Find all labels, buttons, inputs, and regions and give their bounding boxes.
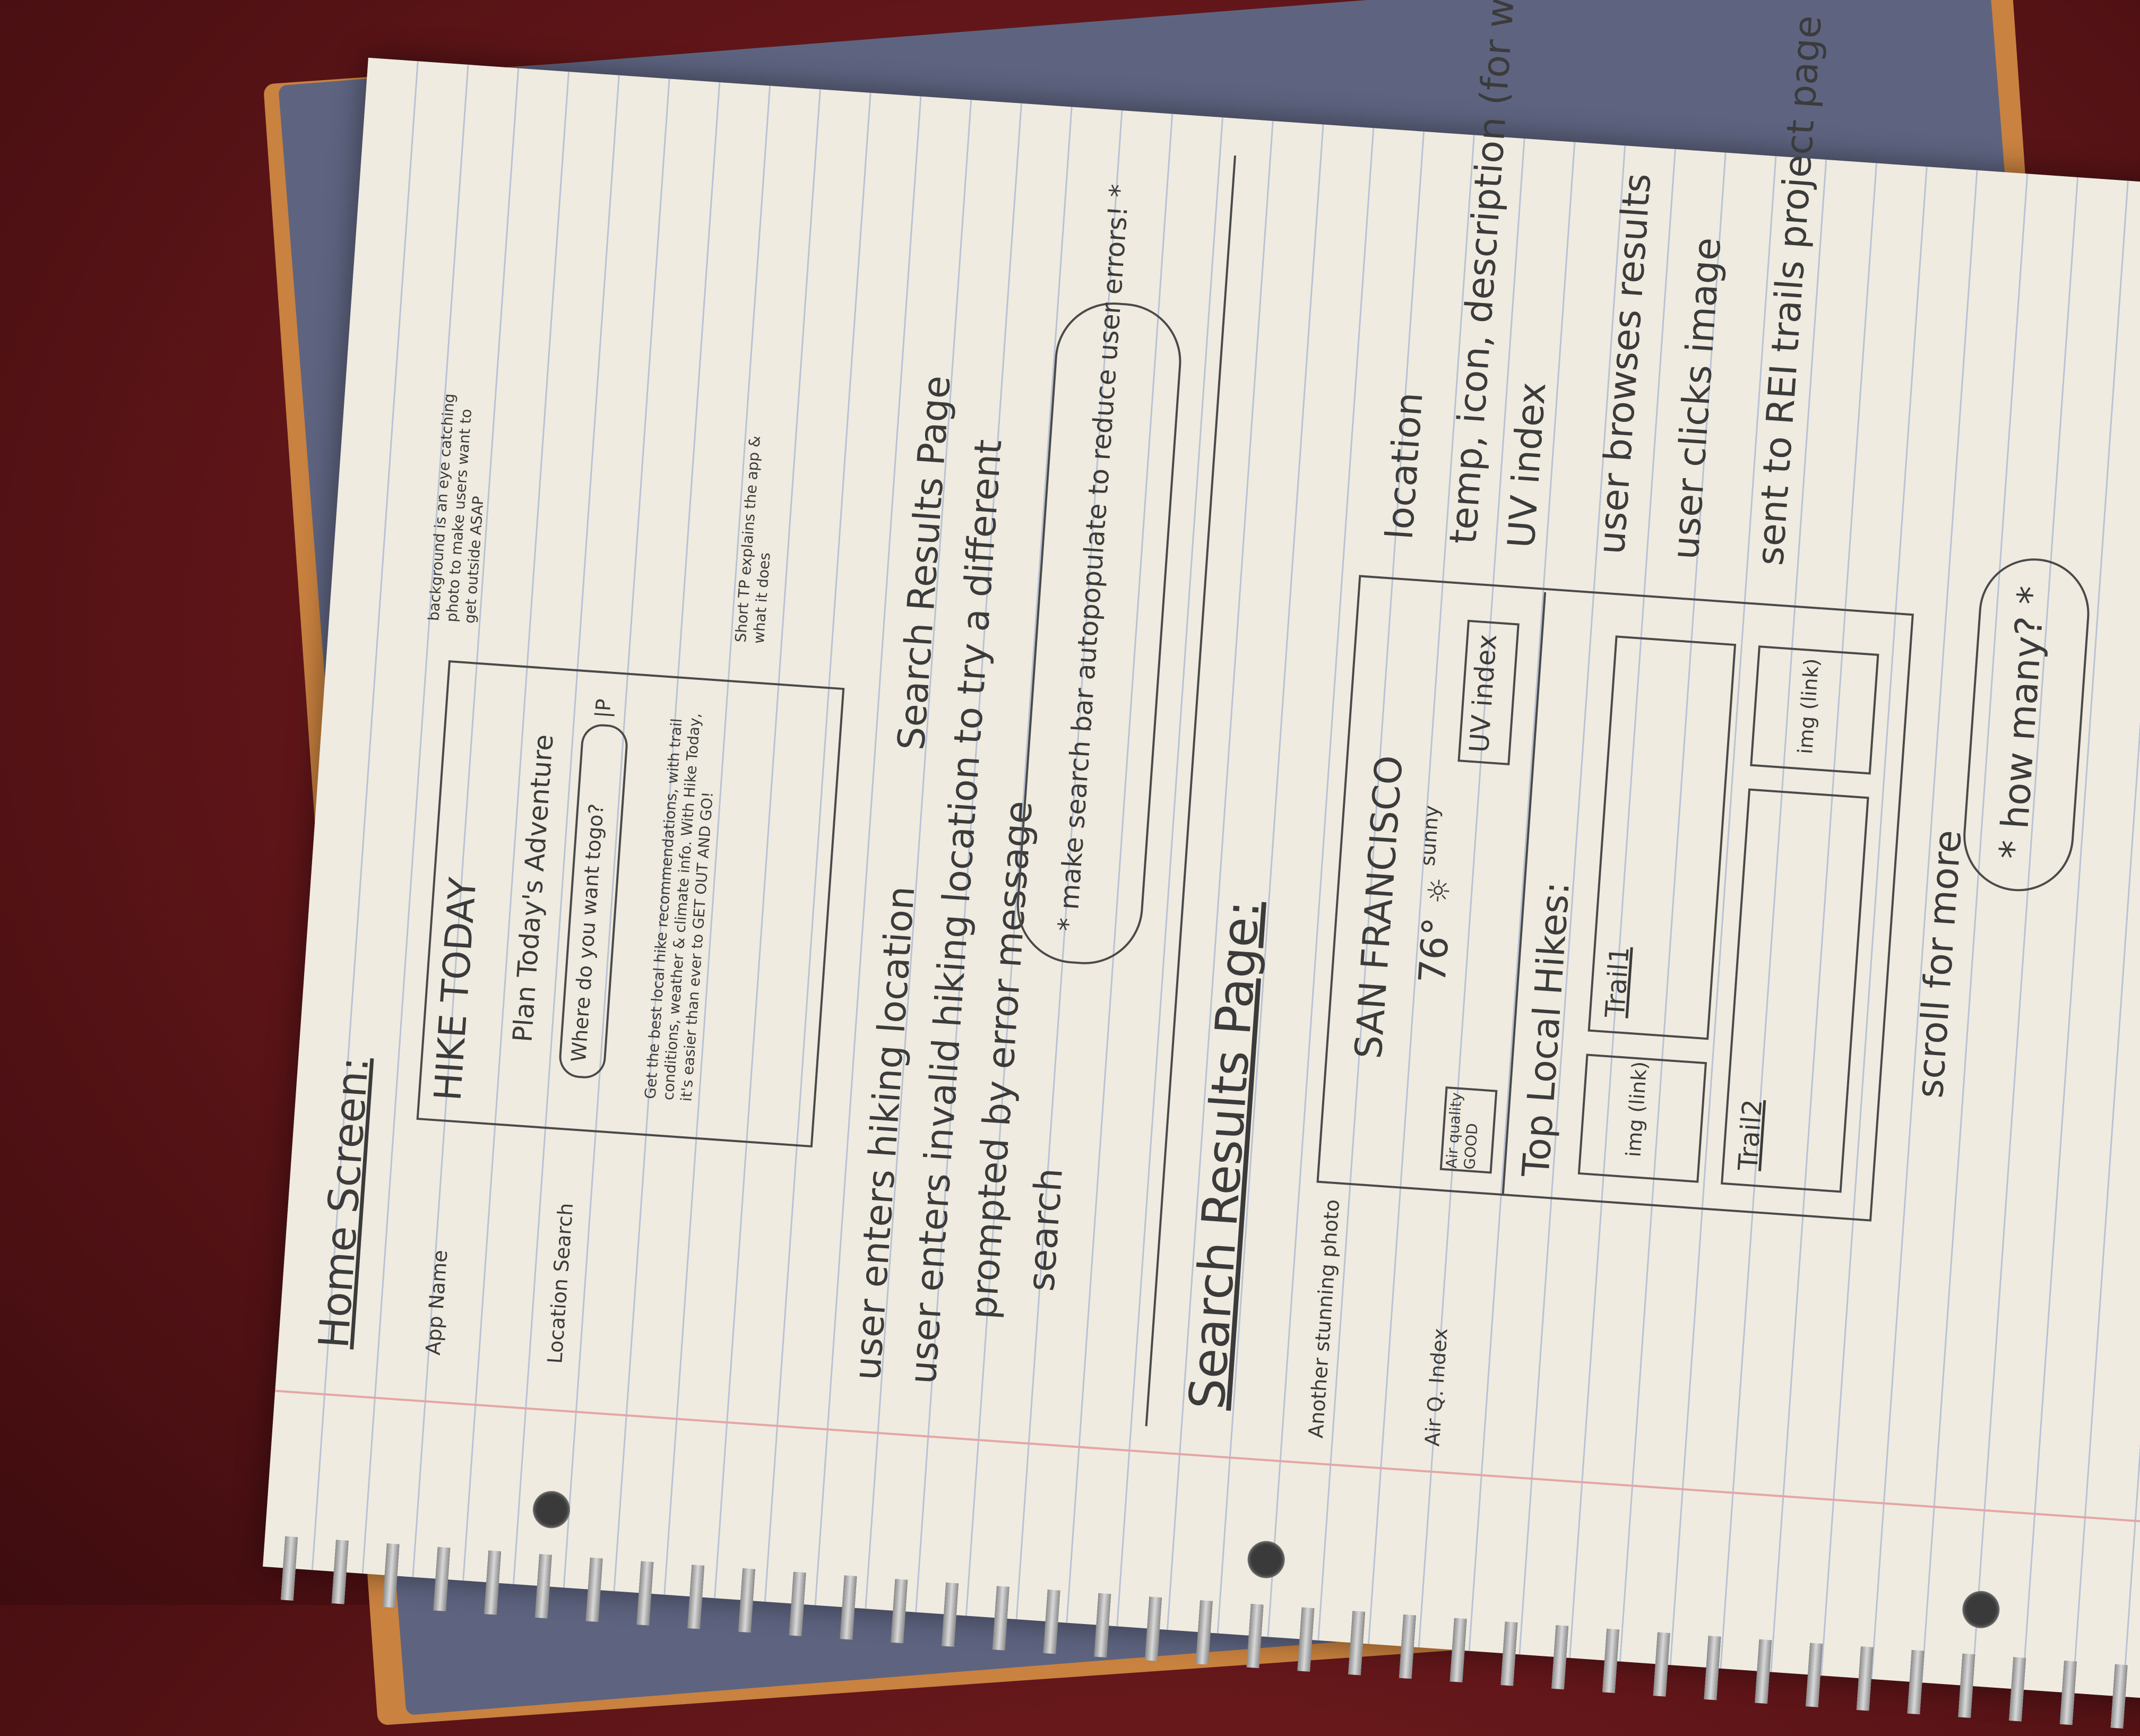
note-location: location xyxy=(1377,391,1431,541)
trail1-label: Trail1 xyxy=(1599,945,1635,1018)
punch-hole xyxy=(531,1490,572,1530)
note-background: background is an eye catching photo to m… xyxy=(425,393,487,624)
note-clicks: user clicks image xyxy=(1663,236,1730,561)
label-photo: Another stunning photo xyxy=(1304,1198,1344,1439)
punch-hole xyxy=(1246,1540,1287,1579)
note-short: Short TP explains the app & what it does xyxy=(731,435,774,644)
note-uv: UV index xyxy=(1499,381,1555,550)
home-screen-heading: Home Screen: xyxy=(310,1055,378,1350)
label-location-search: Location Search xyxy=(543,1202,578,1364)
sun-icon: ☼ xyxy=(1421,876,1458,905)
punch-hole xyxy=(1961,1590,2001,1630)
label-app-name: App Name xyxy=(421,1249,452,1356)
results-heading: Search Results Page: xyxy=(1178,899,1271,1411)
notebook-page: Home Screen: App Name Location Search HI… xyxy=(260,0,2140,1736)
air-quality-text: Air quality GOOD xyxy=(1442,1092,1481,1170)
scroll-note: scroll for more xyxy=(1908,828,1970,1100)
label-air: Air Q. Index xyxy=(1420,1327,1452,1447)
flow-search: search xyxy=(1019,1166,1072,1293)
note-browse: user browses results xyxy=(1589,171,1660,556)
weather-condition: sunny xyxy=(1416,804,1444,867)
temperature: 76° xyxy=(1410,916,1459,985)
trail2-label: Trail2 xyxy=(1732,1098,1768,1172)
search-button: |P xyxy=(591,698,616,719)
